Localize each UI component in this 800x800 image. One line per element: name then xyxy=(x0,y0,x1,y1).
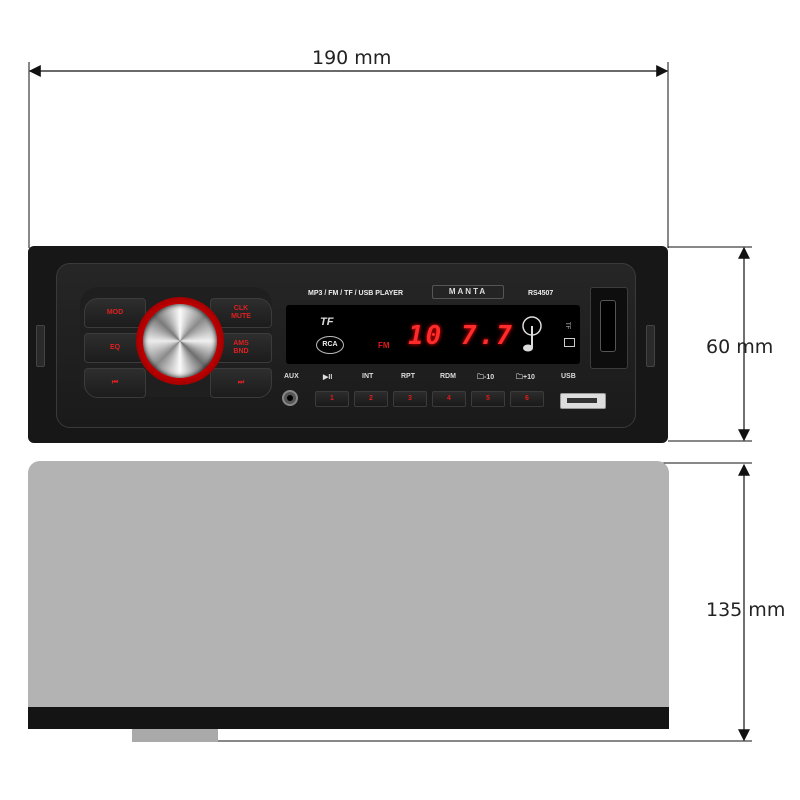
left-mount-clip xyxy=(36,325,45,367)
preset-button-6[interactable]: 6 xyxy=(510,391,544,407)
card-icon xyxy=(564,338,575,347)
folder-up-label: 🗀+10 xyxy=(516,373,535,384)
previous-track-button[interactable]: ⏮ xyxy=(84,368,146,398)
tf-slot-label: TF xyxy=(564,322,570,330)
chassis-base xyxy=(28,707,669,729)
music-note-icon xyxy=(522,316,542,352)
rdm-label: RDM xyxy=(440,373,456,380)
folder-down-label: 🗀-10 xyxy=(477,373,494,384)
folder-down-text: -10 xyxy=(484,374,495,381)
depth-dimension-label: 135 mm xyxy=(706,599,786,621)
width-dimension-label: 190 mm xyxy=(312,47,392,69)
band-indicator: FM xyxy=(378,341,390,350)
rpt-label: RPT xyxy=(401,373,415,380)
play-pause-label: ▶II xyxy=(323,374,333,381)
volume-knob[interactable] xyxy=(143,304,217,378)
frequency-readout: 10 7.7 xyxy=(408,321,514,351)
int-label: INT xyxy=(362,373,374,380)
player-type-label: MP3 / FM / TF / USB PLAYER xyxy=(308,290,404,297)
preset-button-5[interactable]: 5 xyxy=(471,391,505,407)
model-label: RS4507 xyxy=(528,290,554,297)
folder-up-text: +10 xyxy=(523,374,535,381)
usb-port[interactable] xyxy=(560,393,606,409)
folder-icon: 🗀 xyxy=(516,374,523,381)
preset-button-1[interactable]: 1 xyxy=(315,391,349,407)
brand-logo: MANTA xyxy=(432,285,504,299)
mod-button[interactable]: MOD xyxy=(84,298,146,328)
right-mount-clip xyxy=(646,325,655,367)
aux-label: AUX xyxy=(284,373,299,380)
preset-button-3[interactable]: 3 xyxy=(393,391,427,407)
height-dimension-label: 60 mm xyxy=(706,336,774,358)
preset-button-4[interactable]: 4 xyxy=(432,391,466,407)
folder-icon: 🗀 xyxy=(477,374,484,381)
tf-card-slot[interactable] xyxy=(600,300,616,352)
aux-jack[interactable] xyxy=(282,390,298,406)
usb-label: USB xyxy=(561,373,576,380)
radio-chassis xyxy=(28,461,669,729)
chassis-tab xyxy=(132,729,218,742)
tf-logo: TF xyxy=(320,316,334,328)
rca-logo: RCA xyxy=(316,336,344,354)
next-track-button[interactable]: ⏭ xyxy=(210,368,272,398)
preset-button-2[interactable]: 2 xyxy=(354,391,388,407)
